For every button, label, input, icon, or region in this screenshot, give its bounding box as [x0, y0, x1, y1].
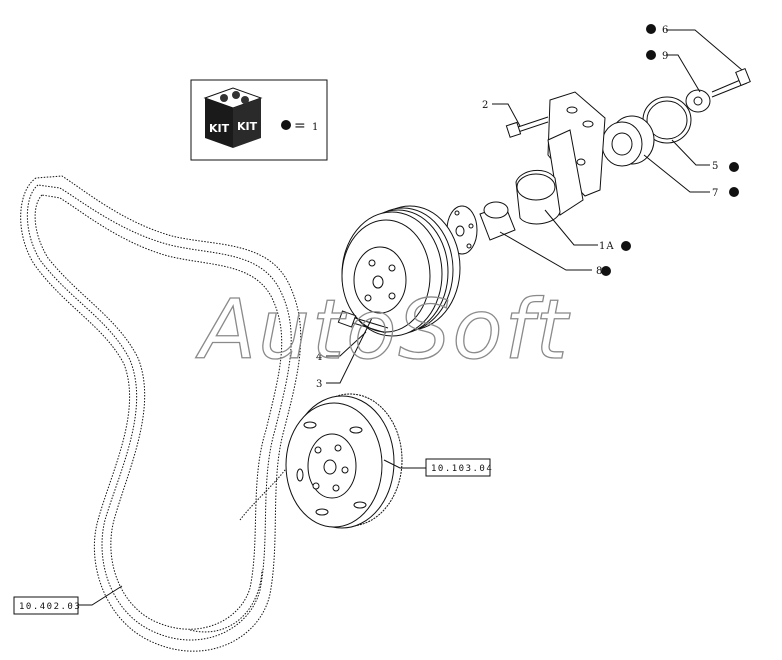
callout-7: 7: [712, 188, 719, 199]
kit-icon-text-left: KIT: [209, 122, 230, 135]
serpentine-belt: [20, 175, 302, 652]
kit-icon-text-right: KIT: [237, 120, 258, 133]
callout-8: 8: [596, 266, 603, 277]
reference-damper[interactable]: 10.103.04: [425, 458, 493, 477]
shaft-8: [446, 201, 516, 255]
tensioner-housing-1a: [515, 91, 606, 225]
kit-equals: =: [294, 118, 306, 134]
kit-icon: KIT KIT: [203, 87, 263, 148]
callout-5: 5: [712, 161, 719, 172]
callout-1a: 1A: [599, 241, 615, 252]
bolt-2: [505, 116, 549, 138]
kit-number: 1: [312, 122, 319, 133]
kit-bullet-dot: [281, 120, 291, 130]
leader-lines: [78, 29, 743, 606]
callout-6: 6: [662, 25, 669, 36]
reference-belt-label: 10.402.03: [19, 602, 81, 612]
callout-9: 9: [662, 51, 669, 62]
damper: [285, 393, 403, 529]
callout-4: 4: [316, 352, 323, 363]
callout-2: 2: [482, 100, 489, 111]
pulley: [341, 205, 461, 337]
callout-3: 3: [316, 379, 323, 390]
watermark: AutoSoft: [195, 283, 570, 378]
bolt-4: [337, 310, 389, 334]
bolt-6: [711, 67, 751, 98]
reference-damper-label: 10.103.04: [431, 464, 493, 474]
kit-box: KIT KIT = 1: [190, 79, 328, 161]
reference-belt[interactable]: 10.402.03: [13, 596, 81, 615]
bearing-7: [601, 115, 655, 167]
callouts: 6 9 2 5 7 1A 8 4 3: [316, 24, 739, 390]
